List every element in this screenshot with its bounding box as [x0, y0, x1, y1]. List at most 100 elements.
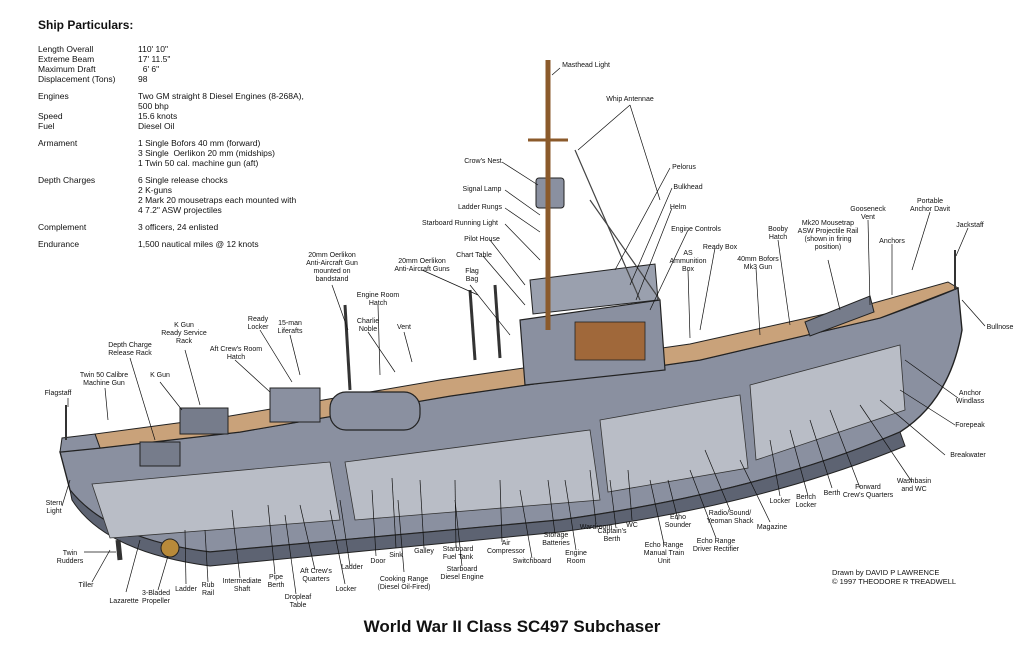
label-washbasin-wc: Washbasin and WC: [896, 478, 932, 493]
leader-line: [499, 479, 503, 543]
label-echo-range-driver: Echo Range Driver Rectifier: [692, 538, 740, 553]
label-starboard-fuel-tank: Starboard Fuel Tank: [442, 546, 474, 561]
leader-line: [704, 449, 731, 511]
leader-line: [489, 239, 526, 286]
leader-line: [403, 331, 413, 363]
leader-line: [371, 489, 377, 557]
leader-line: [299, 504, 316, 571]
leader-line: [421, 269, 479, 296]
superstructure-group: [139, 177, 875, 467]
leader-line: [859, 404, 913, 483]
label-captains-berth: Captain's Berth: [597, 528, 627, 543]
leader-line: [564, 479, 577, 551]
label-stern-light: Stern Light: [45, 500, 63, 515]
leader-line: [391, 477, 397, 549]
diagram-caption: World War II Class SC497 Subchaser: [363, 617, 661, 636]
leader-line: [635, 207, 673, 301]
label-oerlikon-bandstand: 20mm Oerlikon Anti-Aircraft Gun mounted …: [306, 252, 358, 283]
label-switchboard: Switchboard: [512, 558, 552, 565]
flying-bridge: [529, 263, 659, 315]
leader-line: [501, 161, 539, 186]
interior-cutaway-forward: [749, 344, 906, 461]
spec-row: Displacement (Tons)98: [38, 74, 148, 84]
label-flagstaff: Flagstaff: [44, 390, 72, 397]
leader-line: [627, 469, 633, 521]
label-ladder-rungs: Ladder Rungs: [458, 204, 502, 211]
label-lazarette: Lazarette: [109, 598, 139, 605]
leader-line: [629, 187, 673, 286]
label-signal-lamp: Signal Lamp: [462, 186, 502, 193]
interior-cutaway-aft: [91, 461, 341, 539]
label-berth: Berth: [823, 490, 841, 497]
label-radio-shack: Radio/Sound/ Yeoman Shack: [706, 510, 754, 525]
label-three-bladed-propeller: 3-Bladed Propeller: [141, 590, 171, 605]
mast-group: [65, 60, 956, 561]
k-gun-rack: [179, 407, 229, 435]
label-aft-crews-quarters: Aft Crew's Quarters: [300, 568, 332, 583]
interior-cutaway-engine: [344, 429, 601, 521]
leader-line: [589, 469, 597, 525]
leader-line: [367, 331, 396, 373]
leader-line: [904, 359, 959, 399]
label-engine-room: Engine Room: [565, 550, 587, 565]
label-bulkhead: Bulkhead: [673, 184, 703, 191]
leader-line: [504, 189, 541, 216]
label-k-gun-ready-rack: K Gun Ready Service Rack: [161, 322, 207, 345]
label-ladder-aft: Ladder: [175, 586, 197, 593]
credit-artist: Drawn by DAVID P LAWRENCE: [832, 568, 940, 577]
leader-line: [157, 555, 169, 591]
label-anchor-windlass: Anchor Windlass: [955, 390, 985, 405]
label-flag-bag: Flag Bag: [465, 268, 479, 283]
interior-cutaway-wardroom: [599, 394, 749, 493]
label-air-compressor: Air Compressor: [486, 540, 526, 555]
leader-line: [184, 349, 201, 406]
bulwark: [59, 433, 101, 453]
leader-line: [234, 359, 271, 393]
label-whip-antennae: Whip Antennae: [606, 96, 654, 103]
leader-line: [739, 459, 771, 523]
label-cooking-range: Cooking Range (Diesel Oil-Fired): [377, 576, 431, 591]
leader-line: [231, 509, 241, 579]
label-charlie-noble: Charlie Noble: [356, 318, 380, 333]
propeller: [160, 538, 180, 558]
leader-line: [104, 387, 109, 421]
leader-line: [91, 549, 111, 583]
depth-charge-rack: [139, 441, 181, 467]
label-depth-charge-rack: Depth Charge Release Rack: [108, 342, 152, 357]
leader-line: [899, 389, 956, 426]
leader-line: [955, 227, 969, 257]
label-echo-range-train-unit: Echo Range Manual Train Unit: [643, 542, 685, 565]
leader-line: [184, 529, 187, 585]
leader-line: [911, 211, 931, 271]
label-vent: Vent: [396, 324, 412, 331]
label-starboard-running-light: Starboard Running Light: [422, 220, 498, 227]
label-wardroom: Wardroom: [579, 524, 613, 531]
leader-line: [689, 469, 717, 539]
leader-line: [614, 167, 671, 271]
gun-barrel: [493, 284, 502, 359]
ship-particulars-title: Ship Particulars:: [38, 18, 134, 32]
leader-line: [159, 381, 183, 411]
label-pilot-house: Pilot House: [464, 236, 500, 243]
engine-room-hatch-structure: [329, 391, 421, 431]
label-anchors: Anchors: [879, 238, 905, 245]
leader-lines: [61, 67, 986, 595]
leader-line: [504, 223, 541, 261]
mousetrap-rail: [804, 295, 875, 337]
label-pelorus: Pelorus: [672, 164, 696, 171]
label-bullnose: Bullnose: [986, 324, 1014, 331]
label-ready-box: Ready Box: [702, 244, 738, 251]
leader-line: [667, 479, 679, 521]
label-magazine: Magazine: [756, 524, 788, 531]
label-dropleaf-table: Dropleaf Table: [284, 594, 312, 609]
leader-line: [961, 299, 986, 327]
label-pipe-berth: Pipe Berth: [267, 574, 285, 589]
leader-line: [809, 419, 833, 489]
